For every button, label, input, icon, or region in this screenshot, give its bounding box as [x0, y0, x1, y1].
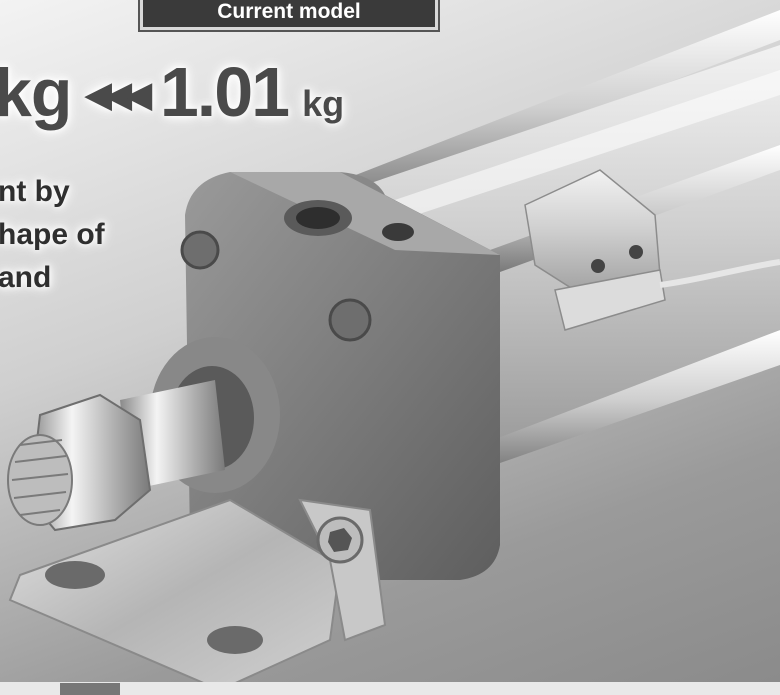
description-line-3: and [0, 261, 52, 294]
auto-switch-body [554, 269, 666, 331]
bracket-hole-right [207, 626, 263, 654]
current-weight-value: 1.01 [159, 53, 290, 131]
tube-highlight [380, 70, 780, 222]
feature-description: nt by hape of and [0, 170, 105, 299]
cover-screw-top-left [180, 230, 220, 270]
left-arrows-icon: ◀◀◀ [85, 76, 151, 114]
bracket-hole-left [45, 561, 105, 589]
tie-rod-top [330, 10, 780, 205]
switch-lead-wire [659, 259, 780, 288]
rod-cover-top-face [230, 172, 500, 255]
bottom-strip [0, 682, 780, 695]
port-thread [296, 207, 340, 229]
cushion-valve-hole [382, 223, 414, 241]
current-weight-unit: kg [302, 83, 345, 124]
rod-cover [185, 172, 500, 580]
previous-weight-unit: kg [0, 55, 72, 131]
rod-threads [11, 439, 69, 516]
switch-screw-2 [629, 245, 643, 259]
description-line-1: nt by [0, 175, 70, 208]
switch-screw-1 [591, 259, 605, 273]
current-model-badge: Current model [140, 0, 438, 30]
bottom-tab-fragment [60, 683, 120, 695]
cover-screw-right [328, 298, 372, 342]
tie-rod-bottom [470, 330, 780, 470]
description-line-2: hape of [0, 218, 105, 251]
bracket-bolt-hex-socket [328, 528, 352, 552]
weight-comparison: kg ◀◀◀ 1.01 kg [0, 52, 344, 132]
